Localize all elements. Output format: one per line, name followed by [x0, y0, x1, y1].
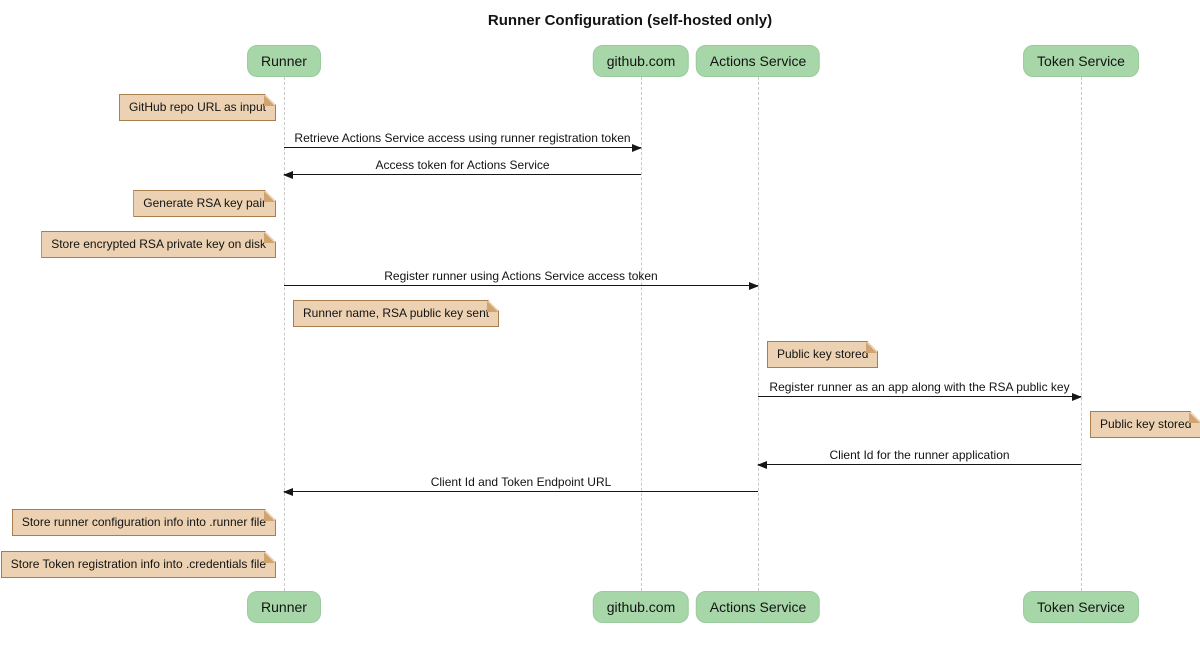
message: Retrieve Actions Service access using ru…: [284, 131, 642, 152]
message: Client Id for the runner application: [757, 448, 1081, 469]
note: Runner name, RSA public key sent: [293, 300, 499, 327]
participant-github-bottom: github.com: [592, 591, 690, 623]
lifeline-token: [1080, 77, 1082, 591]
message-label: Register runner using Actions Service ac…: [384, 269, 658, 283]
arrowhead-icon: [632, 144, 642, 152]
message-label: Client Id for the runner application: [829, 448, 1010, 462]
note: Public key stored: [767, 341, 878, 368]
message-label: Access token for Actions Service: [375, 158, 550, 172]
message-line: [758, 396, 1081, 397]
arrowhead-icon: [1072, 393, 1082, 401]
participant-token-bottom: Token Service: [1023, 591, 1139, 623]
message-line: [284, 174, 641, 175]
participant-actions-top: Actions Service: [695, 45, 821, 77]
message: Client Id and Token Endpoint URL: [283, 475, 758, 496]
participant-token-top: Token Service: [1023, 45, 1139, 77]
arrowhead-icon: [283, 488, 293, 496]
arrowhead-icon: [757, 461, 767, 469]
message-line: [758, 464, 1081, 465]
diagram-title: Runner Configuration (self-hosted only): [487, 12, 773, 29]
note: Store Token registration info into .cred…: [1, 551, 276, 578]
participant-actions-bottom: Actions Service: [695, 591, 821, 623]
lifeline-actions: [757, 77, 759, 591]
message-line: [284, 285, 758, 286]
note: Generate RSA key pair: [133, 190, 276, 217]
message-label: Retrieve Actions Service access using ru…: [294, 131, 631, 145]
note: Public key stored: [1090, 411, 1200, 438]
participant-runner-bottom: Runner: [247, 591, 321, 623]
arrowhead-icon: [283, 171, 293, 179]
message: Register runner as an app along with the…: [758, 380, 1082, 401]
participant-github-top: github.com: [592, 45, 690, 77]
note: Store runner configuration info into .ru…: [12, 509, 276, 536]
participant-runner-top: Runner: [247, 45, 321, 77]
message-line: [284, 147, 641, 148]
lifeline-github: [640, 77, 642, 591]
note: Store encrypted RSA private key on disk: [41, 231, 276, 258]
message-label: Register runner as an app along with the…: [769, 380, 1070, 394]
message-line: [284, 491, 758, 492]
message-label: Client Id and Token Endpoint URL: [430, 475, 612, 489]
note: GitHub repo URL as input: [119, 94, 276, 121]
message: Register runner using Actions Service ac…: [284, 269, 759, 290]
message: Access token for Actions Service: [283, 158, 641, 179]
arrowhead-icon: [749, 282, 759, 290]
lifeline-runner: [283, 77, 285, 591]
